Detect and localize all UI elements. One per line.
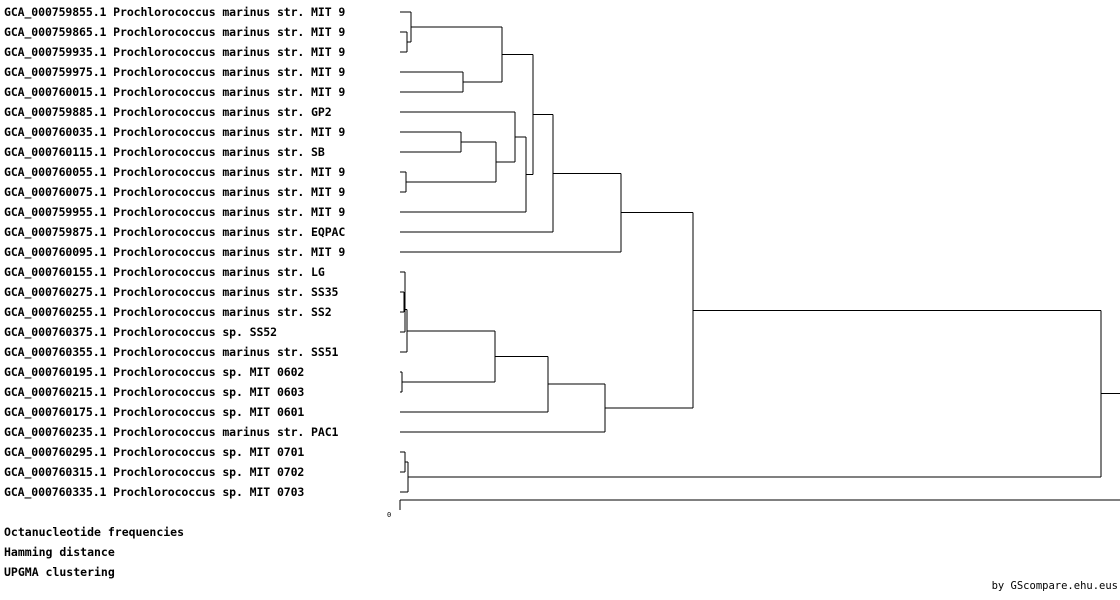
leaf-label: GCA_000760175.1 Prochlorococcus sp. MIT … bbox=[4, 405, 305, 419]
leaf-label: GCA_000760215.1 Prochlorococcus sp. MIT … bbox=[4, 385, 305, 399]
leaf-label: GCA_000760015.1 Prochlorococcus marinus … bbox=[4, 85, 346, 99]
leaf-label: GCA_000760335.1 Prochlorococcus sp. MIT … bbox=[4, 485, 305, 499]
leaf-label: GCA_000759855.1 Prochlorococcus marinus … bbox=[4, 5, 346, 19]
leaf-label: GCA_000760075.1 Prochlorococcus marinus … bbox=[4, 185, 346, 199]
leaf-label: GCA_000760255.1 Prochlorococcus marinus … bbox=[4, 305, 332, 319]
leaf-label: GCA_000760055.1 Prochlorococcus marinus … bbox=[4, 165, 346, 179]
leaf-label: GCA_000760375.1 Prochlorococcus sp. SS52 bbox=[4, 325, 277, 339]
leaf-label: GCA_000760315.1 Prochlorococcus sp. MIT … bbox=[4, 465, 305, 479]
leaf-label: GCA_000760275.1 Prochlorococcus marinus … bbox=[4, 285, 339, 299]
leaf-label-column: GCA_000759855.1 Prochlorococcus marinus … bbox=[4, 0, 394, 510]
leaf-label: GCA_000760355.1 Prochlorococcus marinus … bbox=[4, 345, 339, 359]
clustering-method-text: UPGMA clustering bbox=[4, 565, 115, 579]
leaf-label: GCA_000759865.1 Prochlorococcus marinus … bbox=[4, 25, 346, 39]
leaf-label: GCA_000760155.1 Prochlorococcus marinus … bbox=[4, 265, 325, 279]
leaf-label: GCA_000760295.1 Prochlorococcus sp. MIT … bbox=[4, 445, 305, 459]
credit-text: by GScompare.ehu.eus bbox=[991, 580, 1118, 592]
feature-method-text: Octanucleotide frequencies bbox=[4, 525, 185, 539]
method-info: Octanucleotide frequencies Hamming dista… bbox=[4, 522, 184, 582]
leaf-label: GCA_000759935.1 Prochlorococcus marinus … bbox=[4, 45, 346, 59]
leaf-label: GCA_000759875.1 Prochlorococcus marinus … bbox=[4, 225, 346, 239]
leaf-label: GCA_000759955.1 Prochlorococcus marinus … bbox=[4, 205, 346, 219]
dendrogram bbox=[399, 11, 1120, 510]
distance-method-text: Hamming distance bbox=[4, 545, 115, 559]
leaf-label: GCA_000759975.1 Prochlorococcus marinus … bbox=[4, 65, 346, 79]
leaf-label: GCA_000760035.1 Prochlorococcus marinus … bbox=[4, 125, 346, 139]
leaf-label: GCA_000760195.1 Prochlorococcus sp. MIT … bbox=[4, 365, 305, 379]
leaf-label: GCA_000759885.1 Prochlorococcus marinus … bbox=[4, 105, 332, 119]
leaf-label: GCA_000760115.1 Prochlorococcus marinus … bbox=[4, 145, 325, 159]
leaf-label: GCA_000760095.1 Prochlorococcus marinus … bbox=[4, 245, 346, 259]
leaf-label: GCA_000760235.1 Prochlorococcus marinus … bbox=[4, 425, 339, 439]
scale-zero-label: 0 bbox=[387, 511, 392, 519]
